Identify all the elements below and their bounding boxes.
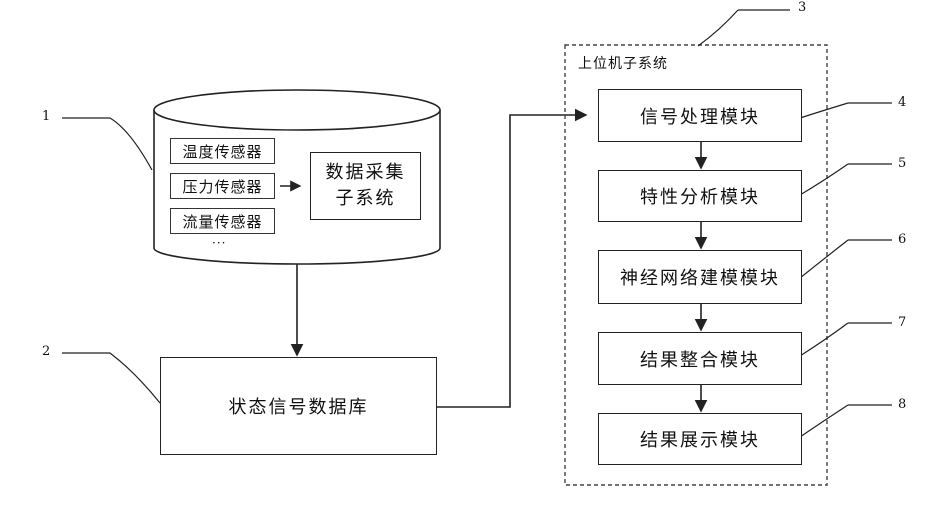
module-label: 结果展示模块 xyxy=(640,426,760,452)
daq-label-line2: 子系统 xyxy=(336,186,396,212)
module-label: 特性分析模块 xyxy=(640,183,760,209)
sensor-ellipsis: ··· xyxy=(212,236,226,250)
ref-label-8: 8 xyxy=(898,397,906,412)
sensor-flow: 流量传感器 xyxy=(170,208,275,234)
module-neural-network-modeling: 神经网络建模模块 xyxy=(598,250,802,304)
module-result-display: 结果展示模块 xyxy=(598,413,802,465)
upper-system-title: 上位机子系统 xyxy=(578,53,668,73)
ref-label-7: 7 xyxy=(898,315,906,330)
state-signal-database-box: 状态信号数据库 xyxy=(160,357,437,455)
module-label: 信号处理模块 xyxy=(640,103,760,129)
ref-label-6: 6 xyxy=(898,232,906,247)
module-label: 结果整合模块 xyxy=(640,346,760,372)
ref-label-1: 1 xyxy=(42,109,50,124)
ref-label-3: 3 xyxy=(798,0,806,15)
daq-label-line1: 数据采集 xyxy=(326,160,406,186)
database-label: 状态信号数据库 xyxy=(229,393,369,419)
ref-label-4: 4 xyxy=(898,95,906,110)
module-result-integration: 结果整合模块 xyxy=(598,332,802,385)
daq-subsystem-box: 数据采集 子系统 xyxy=(310,152,421,220)
ref-label-2: 2 xyxy=(42,344,50,359)
module-signal-processing: 信号处理模块 xyxy=(598,89,802,142)
ref-label-5: 5 xyxy=(898,156,906,171)
sensor-pressure: 压力传感器 xyxy=(170,173,275,199)
sensor-temperature: 温度传感器 xyxy=(170,138,275,164)
module-feature-analysis: 特性分析模块 xyxy=(598,170,802,222)
database-to-upper-arrow xyxy=(437,115,586,407)
module-label: 神经网络建模模块 xyxy=(620,264,780,290)
